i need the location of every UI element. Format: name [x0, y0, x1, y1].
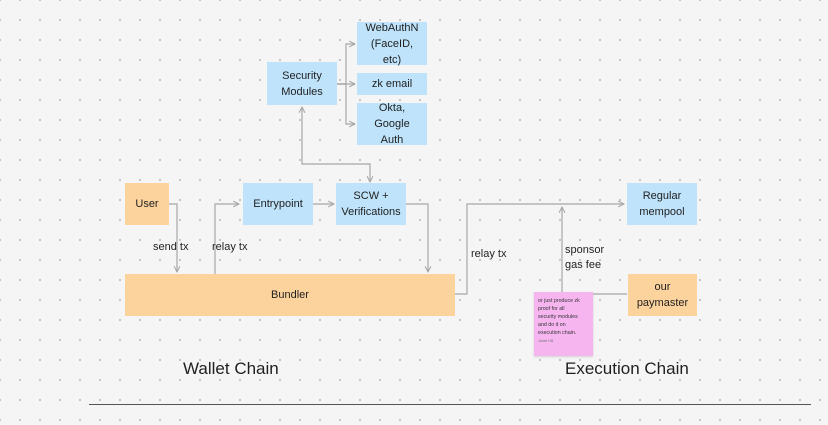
relay-tx-label-right: relay tx — [471, 248, 507, 260]
our-paymaster-node[interactable]: our paymaster — [628, 274, 697, 316]
execution-chain-title: Execution Chain — [565, 359, 689, 378]
sticky-note[interactable]: or just produce zk proof for all securit… — [534, 292, 593, 356]
regular-mempool-node[interactable]: Regular mempool — [627, 183, 697, 225]
okta-google-auth-node[interactable]: Okta, Google Auth — [357, 102, 427, 146]
entrypoint-node[interactable]: Entrypoint — [243, 183, 313, 225]
user-node[interactable]: User — [125, 183, 169, 225]
edge-bundler-to-entrypoint — [214, 204, 239, 274]
security-modules-node[interactable]: Security Modules — [267, 62, 337, 105]
edge-user-to-bundler — [169, 203, 177, 272]
edge-security-scw — [302, 107, 370, 182]
edge-security-to-webauthn — [337, 44, 355, 85]
webauthn-node[interactable]: WebAuthN (FaceID, etc) — [357, 22, 427, 66]
edge-scw-to-bundler — [406, 203, 428, 272]
relay-tx-label-left: relay tx — [212, 241, 248, 253]
scw-verifications-node[interactable]: SCW + Verifications — [336, 183, 406, 225]
wallet-chain-title: Wallet Chain — [183, 359, 279, 378]
sponsor-gas-fee-label: sponsor gas fee — [565, 244, 605, 271]
horizontal-divider — [89, 404, 811, 405]
zk-email-node[interactable]: zk email — [357, 73, 427, 95]
bundler-node[interactable]: Bundler — [125, 274, 455, 316]
sticky-note-text: or just produce zk proof for all securit… — [538, 298, 580, 336]
edge-security-to-okta — [337, 83, 355, 124]
send-tx-label: send tx — [153, 241, 189, 253]
sticky-note-author: Jamie Hill — [538, 339, 554, 343]
edge-bundler-to-mempool — [455, 204, 624, 295]
